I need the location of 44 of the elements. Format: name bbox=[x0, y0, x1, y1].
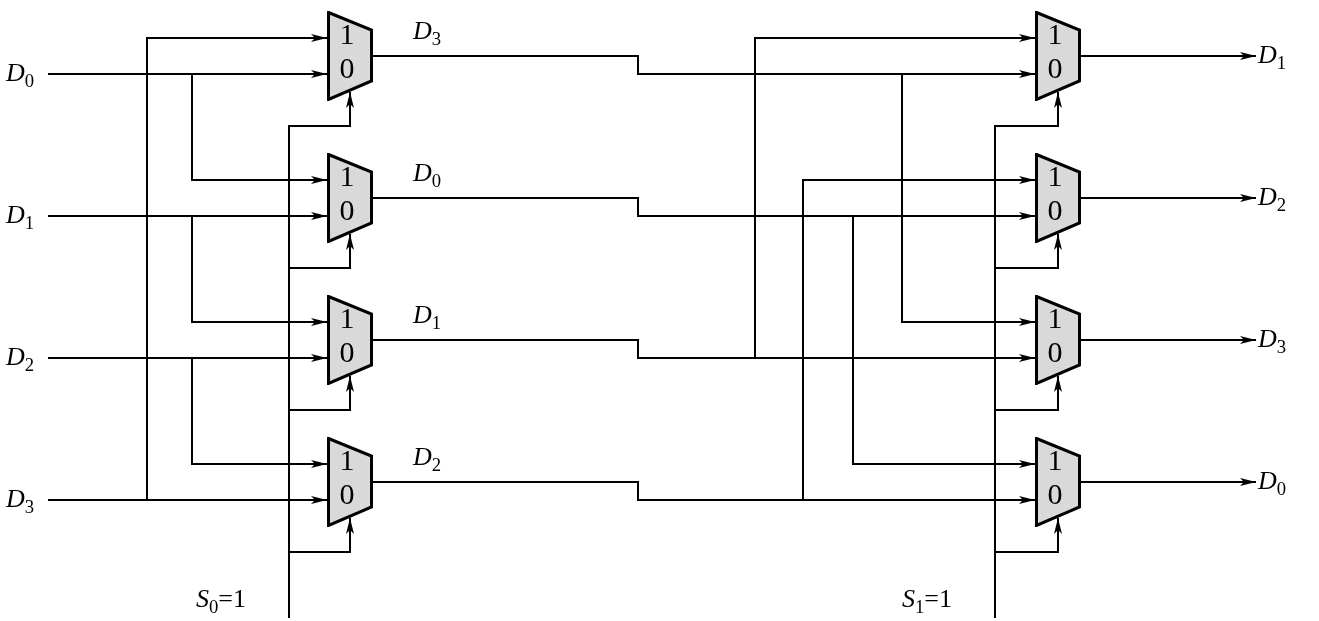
input-number: 1 bbox=[338, 19, 356, 49]
input-number: 1 bbox=[338, 445, 356, 475]
signal-label: D$_{0}$ bbox=[1258, 466, 1287, 505]
input-number: 0 bbox=[1046, 53, 1064, 83]
multiplexer bbox=[327, 153, 373, 243]
input-number: 0 bbox=[338, 479, 356, 509]
signal-label: D$_{2}$ bbox=[6, 342, 35, 381]
multiplexer bbox=[1035, 11, 1081, 101]
input-number: 1 bbox=[1046, 161, 1064, 191]
signal-label: D$_{3}$ bbox=[1258, 324, 1287, 363]
input-number: 0 bbox=[1046, 337, 1064, 367]
select-line bbox=[288, 517, 354, 619]
input-number: 1 bbox=[1046, 303, 1064, 333]
signal-label: D$_{1}$ bbox=[6, 200, 35, 239]
select-label: S$_{0}$=1 bbox=[196, 584, 247, 621]
multiplexer bbox=[327, 295, 373, 385]
signal-label: D$_{1}$ bbox=[1258, 40, 1287, 79]
input-number: 0 bbox=[1046, 479, 1064, 509]
input-number: 0 bbox=[338, 337, 356, 367]
wire bbox=[47, 215, 328, 326]
wire bbox=[47, 73, 328, 184]
wire bbox=[1080, 194, 1257, 202]
input-number: 1 bbox=[1046, 445, 1064, 475]
multiplexer bbox=[327, 437, 373, 527]
wire bbox=[1080, 336, 1257, 344]
multiplexer bbox=[1035, 437, 1081, 527]
wire bbox=[47, 357, 328, 468]
wire bbox=[1080, 52, 1257, 60]
multiplexer bbox=[1035, 295, 1081, 385]
multiplexer bbox=[1035, 153, 1081, 243]
input-number: 1 bbox=[338, 303, 356, 333]
signal-label: D$_{3}$ bbox=[6, 484, 35, 523]
input-number: 0 bbox=[1046, 195, 1064, 225]
multiplexer bbox=[327, 11, 373, 101]
signal-label: D$_{2}$ bbox=[1258, 182, 1287, 221]
select-line bbox=[994, 517, 1062, 619]
input-number: 0 bbox=[338, 195, 356, 225]
wire bbox=[1080, 478, 1257, 486]
input-number: 1 bbox=[338, 161, 356, 191]
input-number: 0 bbox=[338, 53, 356, 83]
select-label: S$_{1}$=1 bbox=[902, 584, 953, 621]
input-number: 1 bbox=[1046, 19, 1064, 49]
signal-label: D$_{0}$ bbox=[6, 58, 35, 97]
wire bbox=[47, 496, 328, 504]
